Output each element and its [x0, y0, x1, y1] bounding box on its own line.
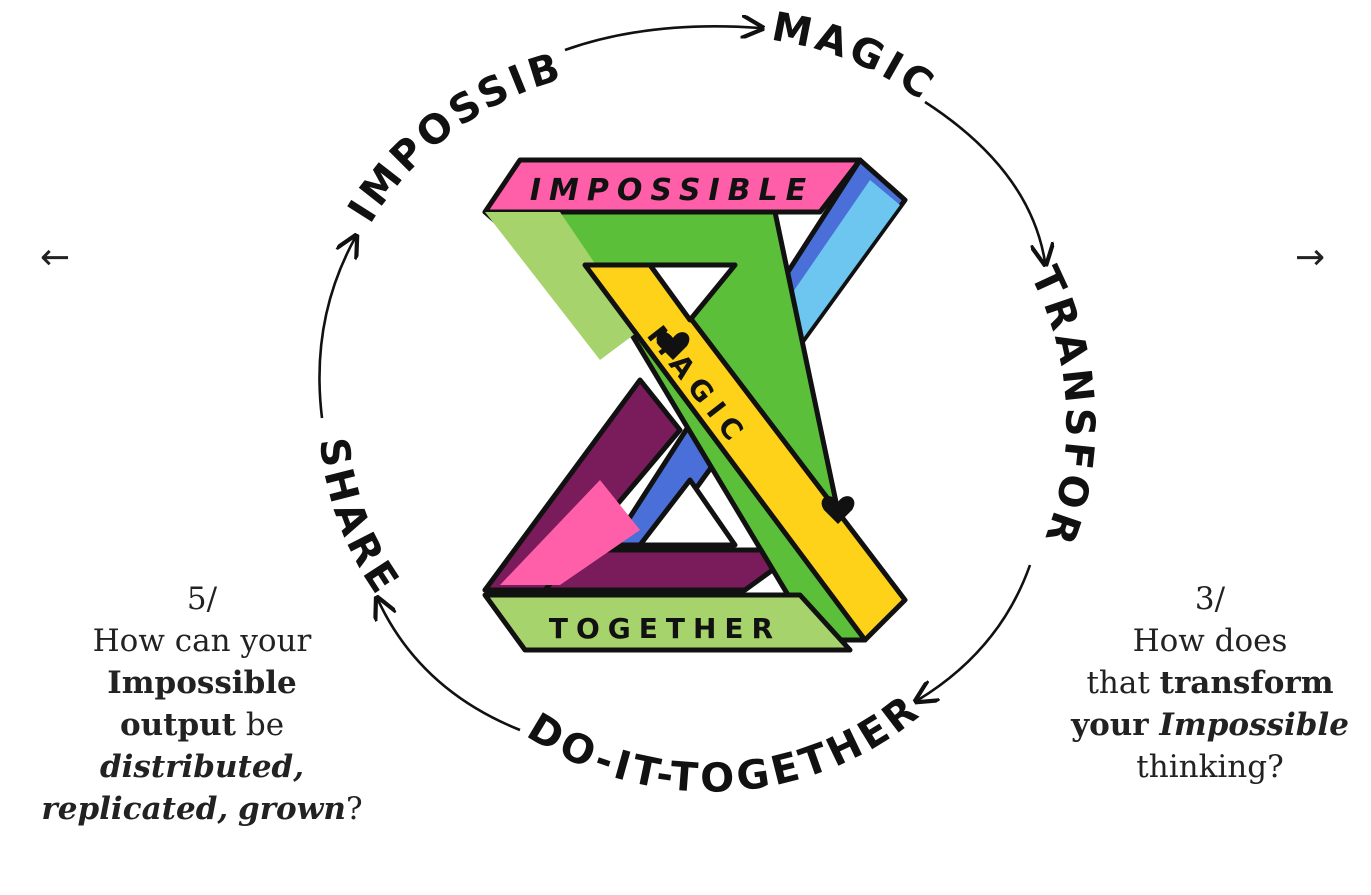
panel-line: How can your — [32, 620, 372, 662]
arrow-impossible-to-magic — [565, 26, 760, 50]
label-impossible: IMPOSSIBLE — [0, 0, 569, 230]
panel-number: 5/ — [32, 578, 372, 620]
logo-word-top: IMPOSSIBLE — [530, 173, 814, 208]
panel-italic: replicated, — [41, 791, 228, 827]
arrow-magic-to-transform — [925, 102, 1045, 262]
panel-number: 3/ — [1050, 578, 1370, 620]
label-magic: MAGIC — [768, 4, 944, 111]
panel-italic: distributed, — [100, 749, 304, 785]
panel-italic: grown — [238, 791, 346, 827]
panel-text: that — [1086, 665, 1159, 701]
arrow-transform-to-dit — [918, 565, 1030, 700]
panel-bold: output — [120, 707, 236, 743]
panel-text: ? — [346, 791, 363, 827]
question-panel-5: 5/ How can your Impossible output be dis… — [32, 578, 372, 830]
panel-italic: Impossible — [1159, 707, 1349, 743]
question-panel-3: 3/ How does that transform your Impossib… — [1050, 578, 1370, 788]
arrow-dit-to-share — [378, 600, 520, 730]
panel-text: be — [236, 707, 284, 743]
panel-bold: your — [1071, 707, 1159, 743]
logo-word-bottom: TOGETHER — [549, 612, 781, 645]
panel-bold: Impossible — [107, 665, 297, 701]
arrow-share-to-impossible — [319, 238, 355, 418]
panel-line: thinking? — [1050, 746, 1370, 788]
panel-bold: transform — [1160, 665, 1334, 701]
panel-line: How does — [1050, 620, 1370, 662]
label-do-it-together: DO-IT-TOGETHER — [520, 685, 930, 802]
